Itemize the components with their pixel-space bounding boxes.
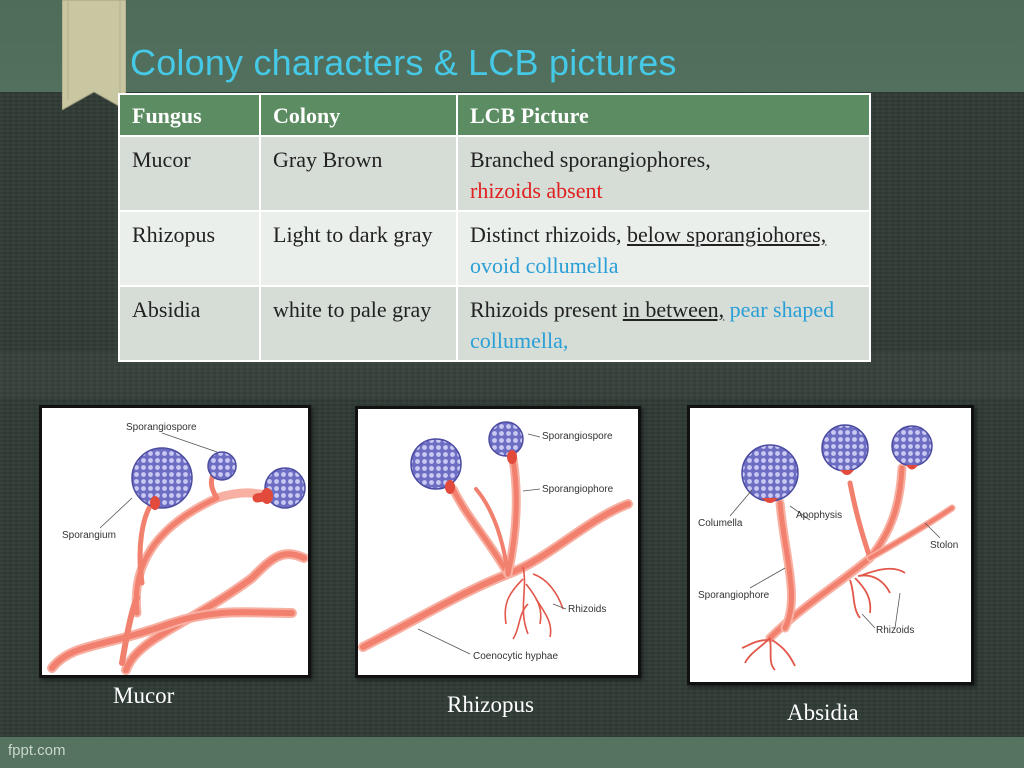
rhizopus-label-sporangiospore: Sporangiospore	[542, 431, 613, 442]
table-row: Mucor Gray Brown Branched sporangiophore…	[118, 135, 871, 212]
column-header-lcb-picture: LCB Picture	[456, 93, 871, 137]
rhizopus-label-sporangiophore: Sporangiophore	[542, 484, 614, 495]
footer-brand: fppt.com	[8, 742, 66, 759]
colony-cell: Gray Brown	[259, 135, 458, 212]
mucor-label-sporangiospore: Sporangiospore	[126, 422, 197, 433]
table-row: Rhizopus Light to dark gray Distinct rhi…	[118, 210, 871, 287]
lcb-highlight-blue: ovoid collumella	[470, 253, 619, 278]
absidia-label-apophysis: Apophysis	[796, 510, 842, 521]
absidia-diagram-svg: Columella Apophysis Stolon Sporangiophor…	[698, 424, 958, 671]
absidia-caption: Absidia	[787, 700, 859, 725]
lcb-cell: Rhizoids present in between, pear shaped…	[456, 285, 871, 362]
rhizopus-label-rhizoids: Rhizoids	[568, 604, 606, 615]
fungus-table: Fungus Colony LCB Picture Mucor Gray Bro…	[118, 93, 871, 362]
lcb-highlight-blue: pear shaped collumella,	[470, 297, 835, 353]
colony-cell: white to pale gray	[259, 285, 458, 362]
rhizopus-caption: Rhizopus	[447, 692, 534, 717]
absidia-label-columella: Columella	[698, 518, 743, 529]
column-header-colony: Colony	[259, 93, 458, 137]
mucor-label-sporangium: Sporangium	[62, 530, 116, 541]
bottom-band	[0, 737, 1024, 768]
slide-title: Colony characters & LCB pictures	[130, 42, 677, 83]
top-band	[0, 0, 1024, 92]
absidia-label-sporangiophore: Sporangiophore	[698, 590, 770, 601]
lcb-underlined-text: below sporangiohores,	[627, 222, 827, 247]
fungus-cell: Absidia	[118, 285, 261, 362]
absidia-diagram: Columella Apophysis Stolon Sporangiophor…	[687, 405, 974, 685]
rhizopus-diagram-svg: Sporangiospore Sporangiophore Rhizoids C…	[358, 421, 633, 662]
rhizopus-label-hyphae: Coenocytic hyphae	[473, 651, 558, 662]
lcb-text: Distinct rhizoids,	[470, 222, 628, 247]
mucor-diagram: Sporangiospore Sporangium	[39, 405, 311, 678]
absidia-label-stolon: Stolon	[930, 540, 958, 551]
bookmark-ribbon-icon	[62, 0, 126, 110]
fungus-cell: Rhizopus	[118, 210, 261, 287]
lcb-cell: Branched sporangiophores, rhizoids absen…	[456, 135, 871, 212]
table-row: Absidia white to pale gray Rhizoids pres…	[118, 285, 871, 362]
mucor-diagram-svg: Sporangiospore Sporangium	[47, 422, 308, 675]
lcb-underlined-text: in between,	[622, 297, 725, 322]
colony-cell: Light to dark gray	[259, 210, 458, 287]
table-header-row: Fungus Colony LCB Picture	[118, 93, 871, 137]
absidia-label-rhizoids: Rhizoids	[876, 625, 914, 636]
column-header-fungus: Fungus	[118, 93, 261, 137]
fungus-cell: Mucor	[118, 135, 261, 212]
lcb-cell: Distinct rhizoids, below sporangiohores,…	[456, 210, 871, 287]
lcb-highlight-red: rhizoids absent	[470, 178, 603, 203]
mucor-caption: Mucor	[113, 683, 175, 708]
rhizopus-diagram: Sporangiospore Sporangiophore Rhizoids C…	[355, 406, 641, 678]
lcb-text: Branched sporangiophores,	[470, 147, 711, 172]
lcb-text: Rhizoids present	[470, 297, 623, 322]
